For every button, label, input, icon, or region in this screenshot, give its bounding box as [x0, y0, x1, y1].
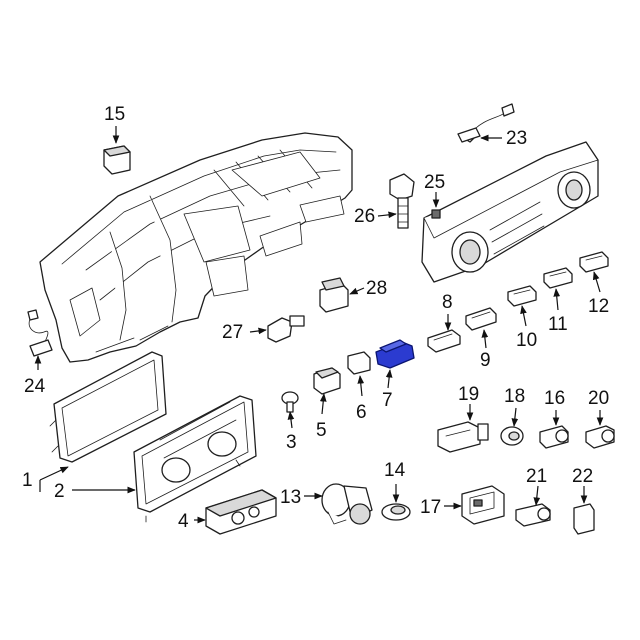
part-17-switch-pack[interactable] [461, 485, 505, 525]
callout-14[interactable]: 14 [384, 460, 406, 481]
part-4-headlamp-switch[interactable] [205, 489, 277, 535]
callout-8[interactable]: 8 [442, 292, 453, 313]
part-19-outlet[interactable] [437, 421, 489, 453]
part-3-screw[interactable] [281, 391, 299, 413]
part-15-switch[interactable] [103, 145, 131, 175]
part-16-outlet[interactable] [539, 425, 569, 449]
part-2-instrument-cluster[interactable] [133, 395, 257, 523]
part-27-sensor[interactable] [267, 315, 305, 343]
part-6-switch[interactable] [347, 351, 371, 375]
part-11-switch[interactable] [543, 267, 573, 289]
part-7-highlighted-switch[interactable] [375, 339, 415, 369]
leader-lines [34, 126, 604, 524]
part-28-switch[interactable] [319, 277, 349, 313]
part-18-ring[interactable] [500, 426, 524, 446]
part-12-switch[interactable] [579, 251, 609, 273]
callout-1[interactable]: 1 [22, 470, 33, 491]
part-10-switch[interactable] [507, 285, 537, 307]
instrument-panel [39, 132, 353, 363]
part-22-cover[interactable] [573, 503, 595, 535]
part-1-cluster-lens[interactable] [49, 351, 167, 463]
callout-21[interactable]: 21 [526, 466, 547, 487]
part-24-harness[interactable] [27, 309, 53, 357]
part-21-outlet[interactable] [515, 503, 551, 527]
part-14-button[interactable] [381, 503, 411, 521]
part-8-switch[interactable] [427, 329, 461, 353]
callout-2[interactable]: 2 [54, 481, 65, 502]
callout-19[interactable]: 19 [458, 384, 479, 405]
callout-5[interactable]: 5 [316, 420, 327, 441]
callout-22[interactable]: 22 [572, 466, 593, 487]
callout-numbers: 15 23 25 26 28 27 24 8 9 10 11 12 7 6 5 … [22, 104, 609, 532]
part-13-ignition-switch[interactable] [321, 483, 373, 525]
callout-6[interactable]: 6 [356, 402, 367, 423]
callout-15[interactable]: 15 [104, 104, 125, 125]
callout-10[interactable]: 10 [516, 330, 537, 351]
callout-26[interactable]: 26 [354, 206, 375, 227]
callout-12[interactable]: 12 [588, 296, 609, 317]
part-26-sensor[interactable] [389, 173, 415, 229]
callout-16[interactable]: 16 [544, 388, 565, 409]
part-25-control-module[interactable] [421, 141, 599, 283]
part-9-switch[interactable] [465, 307, 497, 331]
callout-27[interactable]: 27 [222, 322, 243, 343]
callout-3[interactable]: 3 [286, 432, 297, 453]
callout-23[interactable]: 23 [506, 128, 527, 149]
callout-13[interactable]: 13 [280, 487, 301, 508]
callout-4[interactable]: 4 [178, 511, 189, 532]
callout-7[interactable]: 7 [382, 390, 393, 411]
callout-20[interactable]: 20 [588, 388, 609, 409]
part-5-switch[interactable] [313, 367, 341, 395]
callout-9[interactable]: 9 [480, 350, 491, 371]
callout-17[interactable]: 17 [420, 497, 441, 518]
callout-24[interactable]: 24 [24, 376, 46, 397]
part-20-outlet[interactable] [585, 425, 615, 449]
callout-18[interactable]: 18 [504, 386, 525, 407]
part-23-harness[interactable] [457, 103, 515, 143]
callout-25[interactable]: 25 [424, 172, 445, 193]
callout-11[interactable]: 11 [548, 314, 568, 335]
callout-28[interactable]: 28 [366, 278, 387, 299]
